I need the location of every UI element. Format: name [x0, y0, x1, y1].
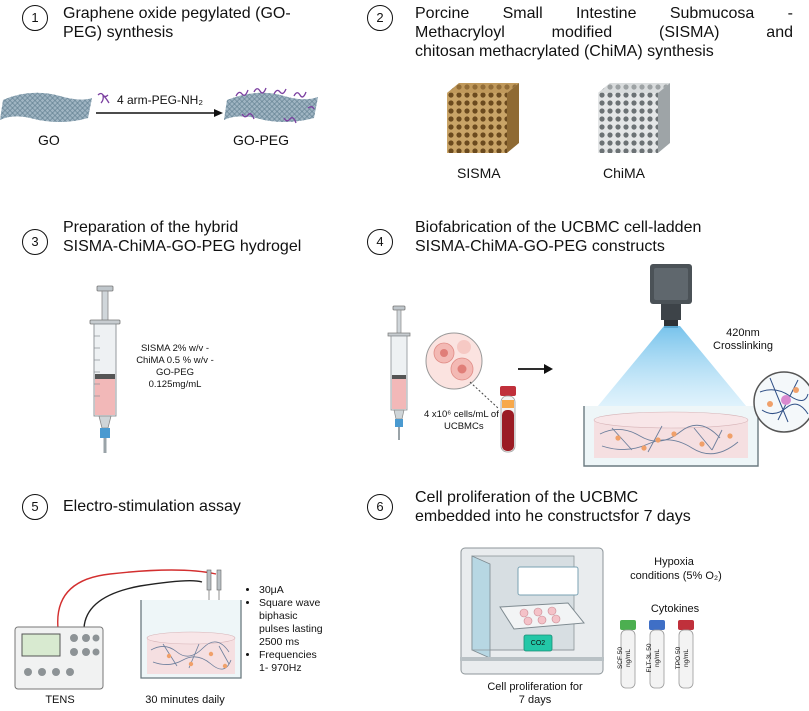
cytokines-title: Cytokines: [650, 603, 700, 615]
syringe-composition-line-3: GO-PEG: [155, 367, 194, 378]
proliferation-caption-line-2: 7 days: [518, 694, 552, 706]
step-1-title: Graphene oxide pegylated (GO-PEG) synthe…: [63, 5, 291, 41]
chima-label: ChiMA: [603, 165, 646, 181]
step-6-title-line-2: embedded into he constructsfor 7 days: [415, 508, 691, 525]
light-wavelength-label: 420nm: [726, 327, 760, 339]
cytokine-scf-label: SCF 50 ng/mL: [617, 638, 633, 678]
graphene-oxide-sheet: [0, 92, 92, 122]
reaction-arrow: [96, 109, 223, 117]
syringe-composition-line-4: 0.125mg/mL: [148, 379, 202, 390]
step-6-title-line-1: Cell proliferation of the UCBMC: [415, 489, 639, 506]
cytokine-tpo-name: TPO: [675, 655, 682, 670]
go-peg-label: GO-PEG: [233, 132, 290, 148]
cytokine-scf-name: SCF: [617, 656, 624, 670]
go-label: GO: [38, 132, 60, 148]
process-arrow: [518, 364, 553, 374]
hydrogel-syringe: [89, 285, 121, 453]
cell-syringe: [387, 305, 411, 440]
step-1-number: 1: [22, 5, 48, 31]
step-2-number: 2: [367, 5, 393, 31]
step-4-number: 4: [367, 229, 393, 255]
step-3-number: 3: [22, 229, 48, 255]
incubator: [460, 547, 604, 675]
tens-device: [14, 626, 104, 690]
hypoxia-conditions-label: conditions (5% O₂): [630, 570, 722, 582]
tens-label: TENS: [45, 694, 75, 706]
step-2-title-line-3: chitosan methacrylated (ChiMA) synthesis: [415, 43, 714, 60]
construct-zoom-circle: [753, 371, 809, 433]
step-5-title: Electro-stimulation assay: [63, 498, 241, 515]
peg-reagent-label: 4 arm-PEG-NH₂: [117, 93, 203, 107]
step-5-number: 5: [22, 494, 48, 520]
param-frequencies: Frequencies 1- 970Hz: [259, 649, 325, 675]
sisma-label: SISMA: [457, 165, 501, 181]
step-3-title-line-2: SISMA-ChiMA-GO-PEG hydrogel: [63, 238, 302, 255]
syringe-composition-line-1: SISMA 2% w/v -: [140, 343, 210, 354]
blood-sample-tube: [500, 386, 516, 453]
cytokine-tpo-label: TPO 50 ng/mL: [675, 638, 691, 678]
cytokine-flt3l-name: FLT-3L: [646, 652, 653, 673]
peg-squiggle-icon: [97, 92, 110, 104]
step-4-title-line-2: SISMA-ChiMA-GO-PEG constructs: [415, 238, 665, 255]
step-3-title-line-1: Preparation of the hybrid: [63, 219, 239, 236]
construct-dish: [583, 406, 759, 467]
syringe-composition-line-2: ChiMA 0.5 % w/v -: [136, 355, 214, 366]
param-current: 30μA: [259, 584, 325, 597]
proliferation-caption-line-1: Cell proliferation for: [487, 681, 583, 693]
step-6-number: 6: [367, 494, 393, 520]
stimulation-parameters: 30μA Square wave biphasic pulses lasting…: [247, 584, 325, 675]
step-2-title-line-1: Porcine Small Intestine Submucosa -: [415, 5, 793, 22]
blue-light-cone: [588, 326, 756, 418]
bioprinter-camera: [650, 264, 692, 328]
incubator-screen-label: CO2: [530, 640, 546, 647]
hypoxia-label: Hypoxia: [654, 556, 694, 568]
electrode-wires: [57, 569, 217, 629]
param-waveform: Square wave biphasic pulses lasting 2500…: [259, 597, 325, 649]
chima-scaffold-cube: [598, 83, 670, 153]
sisma-scaffold-cube: [447, 83, 519, 153]
stimulation-duration: 30 minutes daily: [145, 694, 225, 706]
crosslinking-label: Crosslinking: [713, 340, 773, 352]
go-peg-sheet: [224, 87, 318, 124]
stimulation-dish: [140, 600, 242, 679]
cytokine-flt3l-label: FLT-3L 50 ng/mL: [646, 638, 662, 678]
step-2-title-line-2: Methacryloyl modified (SISMA) and: [415, 24, 793, 41]
cell-density-line-2: UCBMCs: [444, 421, 484, 432]
cell-zoom-circle: [425, 332, 483, 390]
cytokine-tubes: [620, 620, 694, 689]
step-4-title-line-1: Biofabrication of the UCBMC cell-ladden: [415, 219, 702, 236]
cell-density-line-1: 4 x10⁶ cells/mL of: [424, 409, 499, 420]
